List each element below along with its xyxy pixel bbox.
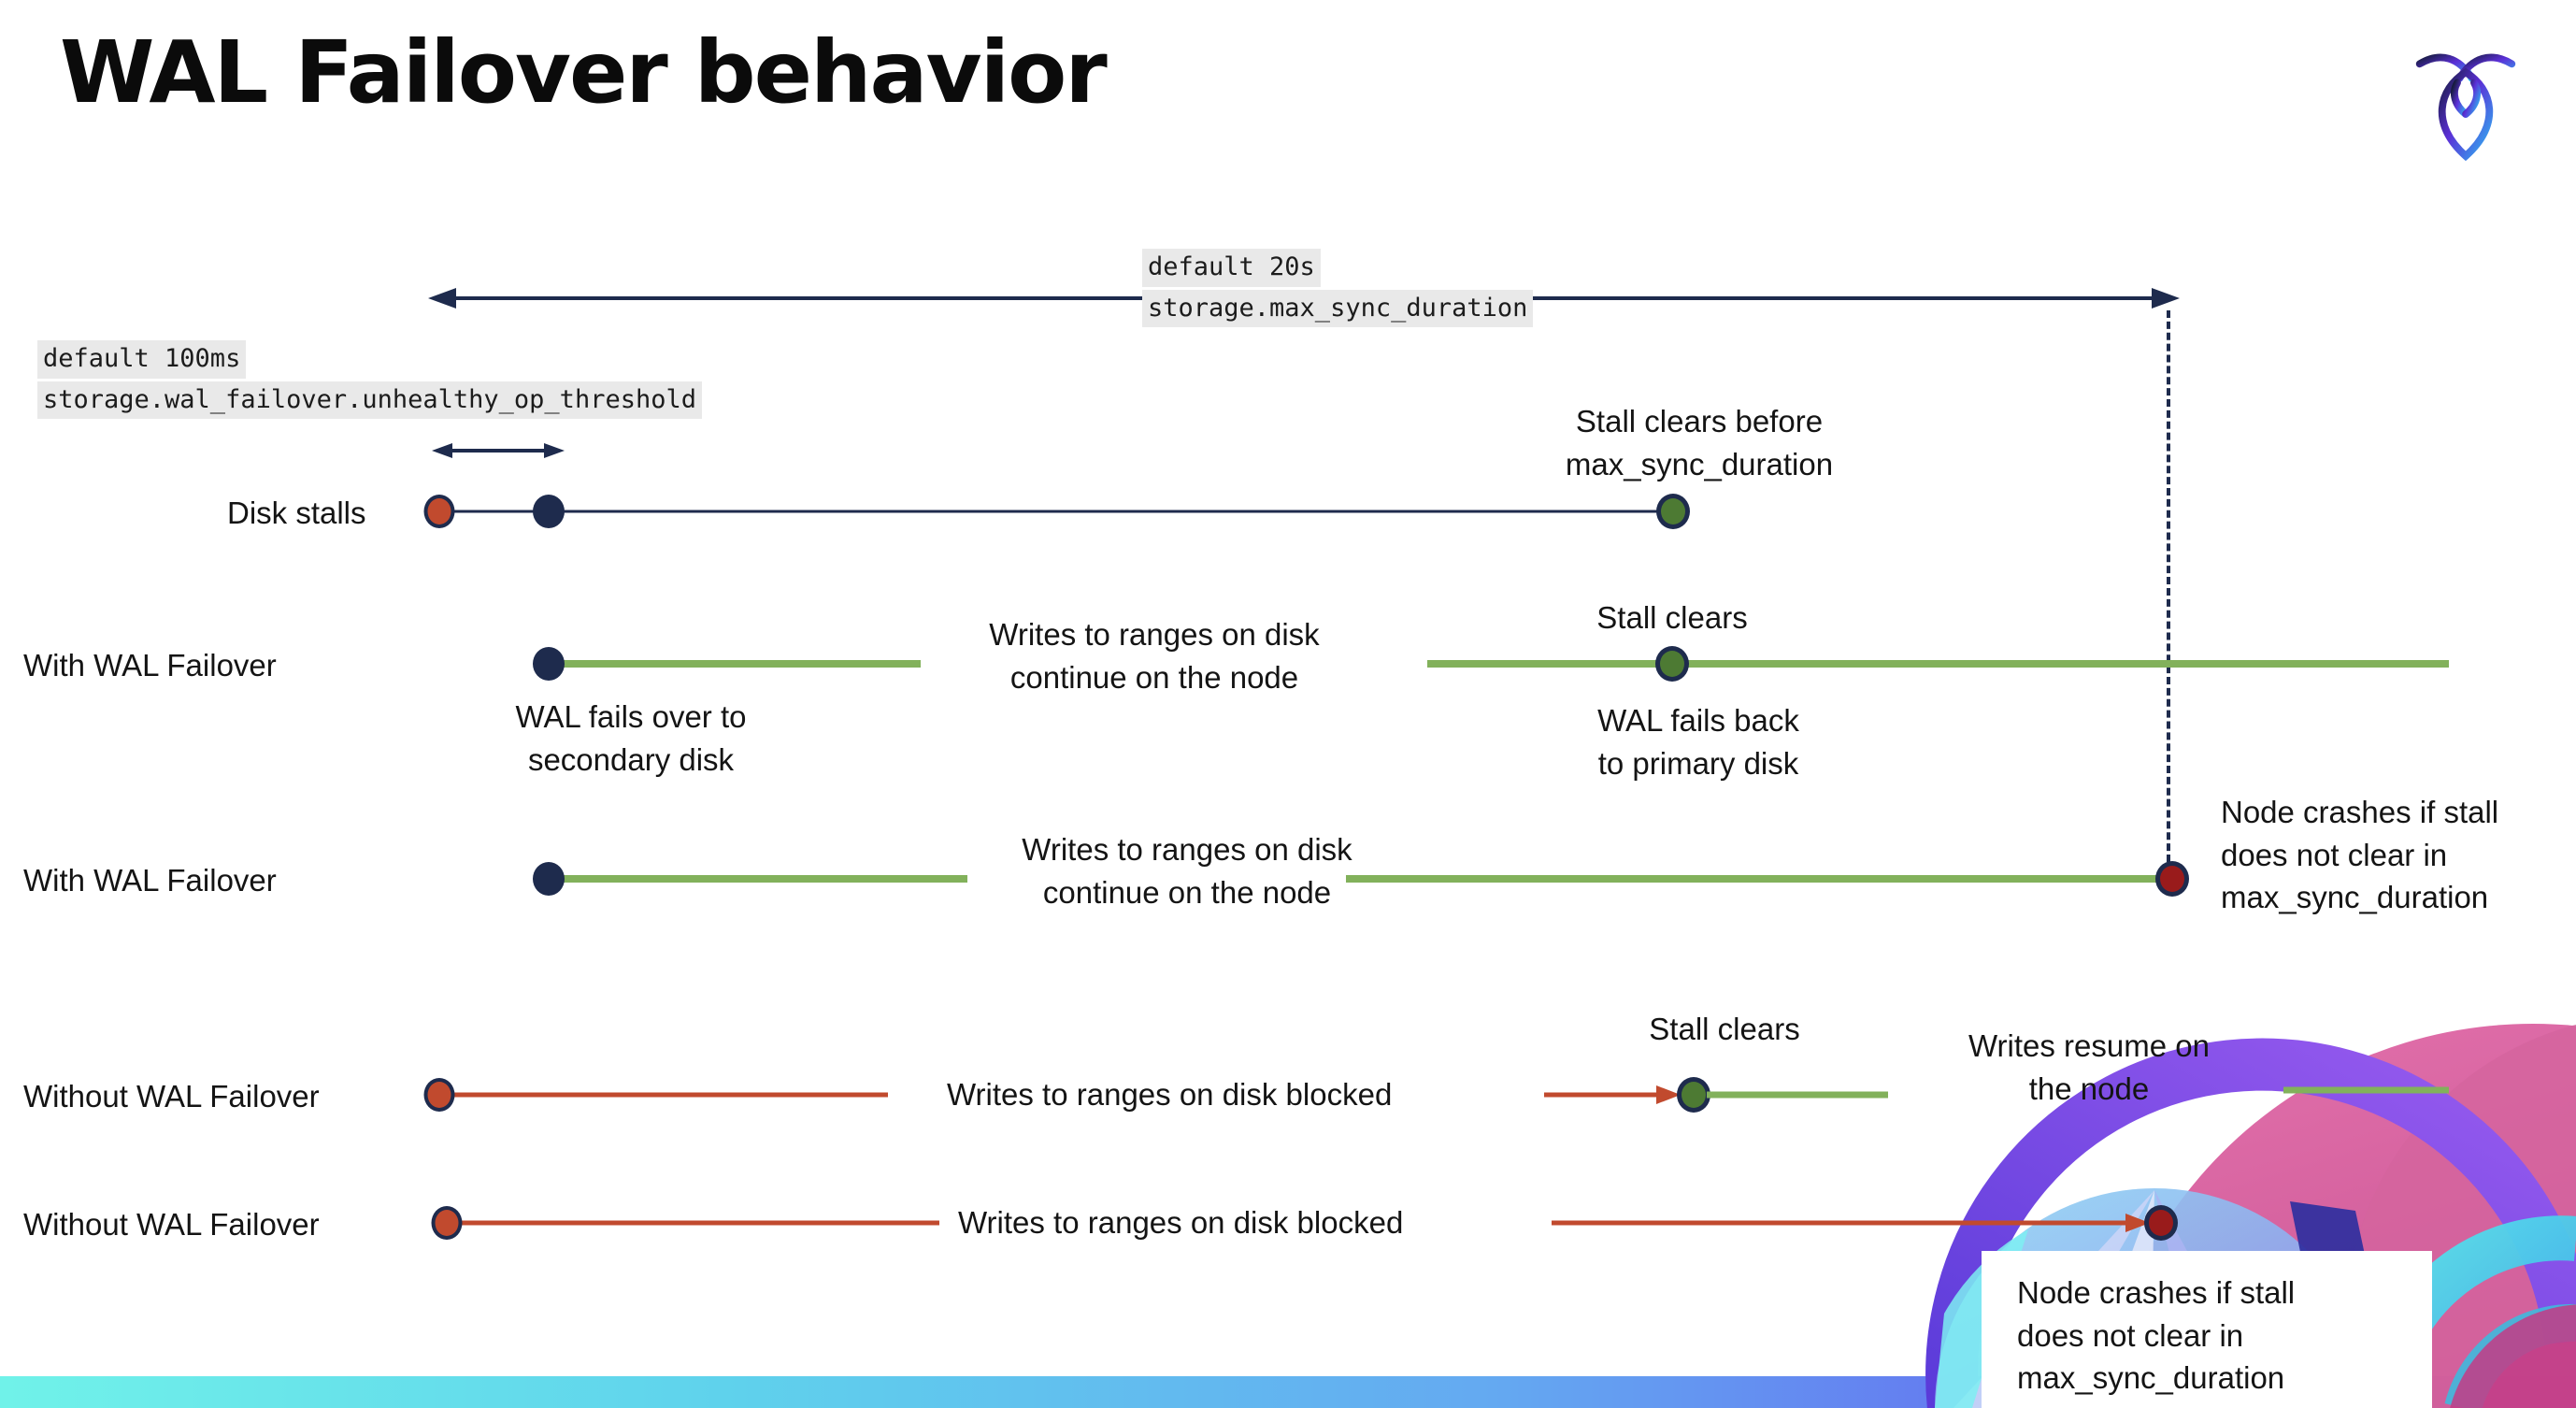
max-sync-default-label: default 20s [1142,249,1321,287]
page-title: WAL Failover behavior [60,22,1108,122]
stall-start-dot [423,495,455,528]
writes-resume-note: Writes resume on the node [1968,1028,2210,1106]
blocked-arrowhead-icon [2125,1214,2150,1232]
failback-note: WAL fails back to primary disk [1597,703,1799,781]
writes-continue-line [1346,875,2172,883]
unhealthy-op-span-line [445,449,550,453]
timeline-label: Without WAL Failover [23,1207,320,1242]
timeline-label: With WAL Failover [23,863,277,898]
writes-continue-note: Writes to ranges on disk continue on the… [989,617,1320,695]
node-crash-dot [2144,1205,2178,1241]
stall-start-dot [423,1078,455,1112]
blocked-arrowhead-icon [1656,1085,1681,1104]
node-crash-note: Node crashes if stall does not clear in … [2017,1275,2296,1396]
failover-dot [533,647,565,681]
failover-dot [533,862,565,896]
unhealthy-op-setting-name: storage.wal_failover.unhealthy_op_thresh… [37,381,702,419]
writes-resume-line [2283,1086,2449,1094]
node-crash-dot [2155,861,2189,897]
writes-blocked-line [1552,1220,2125,1226]
stall-start-dot [431,1206,463,1240]
unhealthy-op-default-label: default 100ms [37,340,247,379]
writes-continue-line [549,660,921,668]
max-sync-setting-name: storage.max_sync_duration [1142,289,1534,327]
writes-continue-note: Writes to ranges on disk continue on the… [1022,832,1352,910]
writes-blocked-line [1544,1092,1656,1098]
unhealthy-op-arrowhead-right-icon [544,443,565,458]
failover-note: WAL fails over to secondary disk [515,699,747,777]
stall-clears-before-note: Stall clears before max_sync_duration [1565,404,1834,481]
span-arrowhead-left-icon [428,288,456,309]
node-crash-note: Node crashes if stall does not clear in … [2221,795,2499,915]
stall-clears-note: Stall clears [1649,1012,1800,1046]
unhealthy-op-arrowhead-left-icon [432,443,452,458]
max-sync-deadline-dashed-line [2167,310,2170,862]
unhealthy-op-threshold-annotation: default 100ms storage.wal_failover.unhea… [37,340,702,419]
stall-clears-dot [1656,494,1690,529]
span-arrowhead-right-icon [2152,288,2180,309]
stall-clears-dot [1677,1077,1710,1113]
timeline-label: Without WAL Failover [23,1079,320,1113]
timeline-label: With WAL Failover [23,648,277,682]
threshold-dot [533,495,565,528]
writes-blocked-note: Writes to ranges on disk blocked [958,1205,1404,1240]
stall-clears-note: Stall clears [1596,600,1748,635]
writes-resume-line [1707,1091,1888,1099]
writes-blocked-line [447,1220,939,1226]
max-sync-duration-annotation: default 20s storage.max_sync_duration [1142,249,1534,327]
stall-clears-dot [1655,646,1689,682]
node-crash-callout: Node crashes if stall does not clear in … [1982,1251,2432,1408]
cockroachdb-logo-icon [2415,53,2516,162]
writes-blocked-line [439,1092,888,1098]
writes-blocked-note: Writes to ranges on disk blocked [947,1077,1393,1112]
writes-continue-line [549,875,967,883]
timeline-label: Disk stalls [227,496,366,530]
writes-continue-line [1427,660,2449,668]
disk-stall-timeline-line [439,510,1673,513]
